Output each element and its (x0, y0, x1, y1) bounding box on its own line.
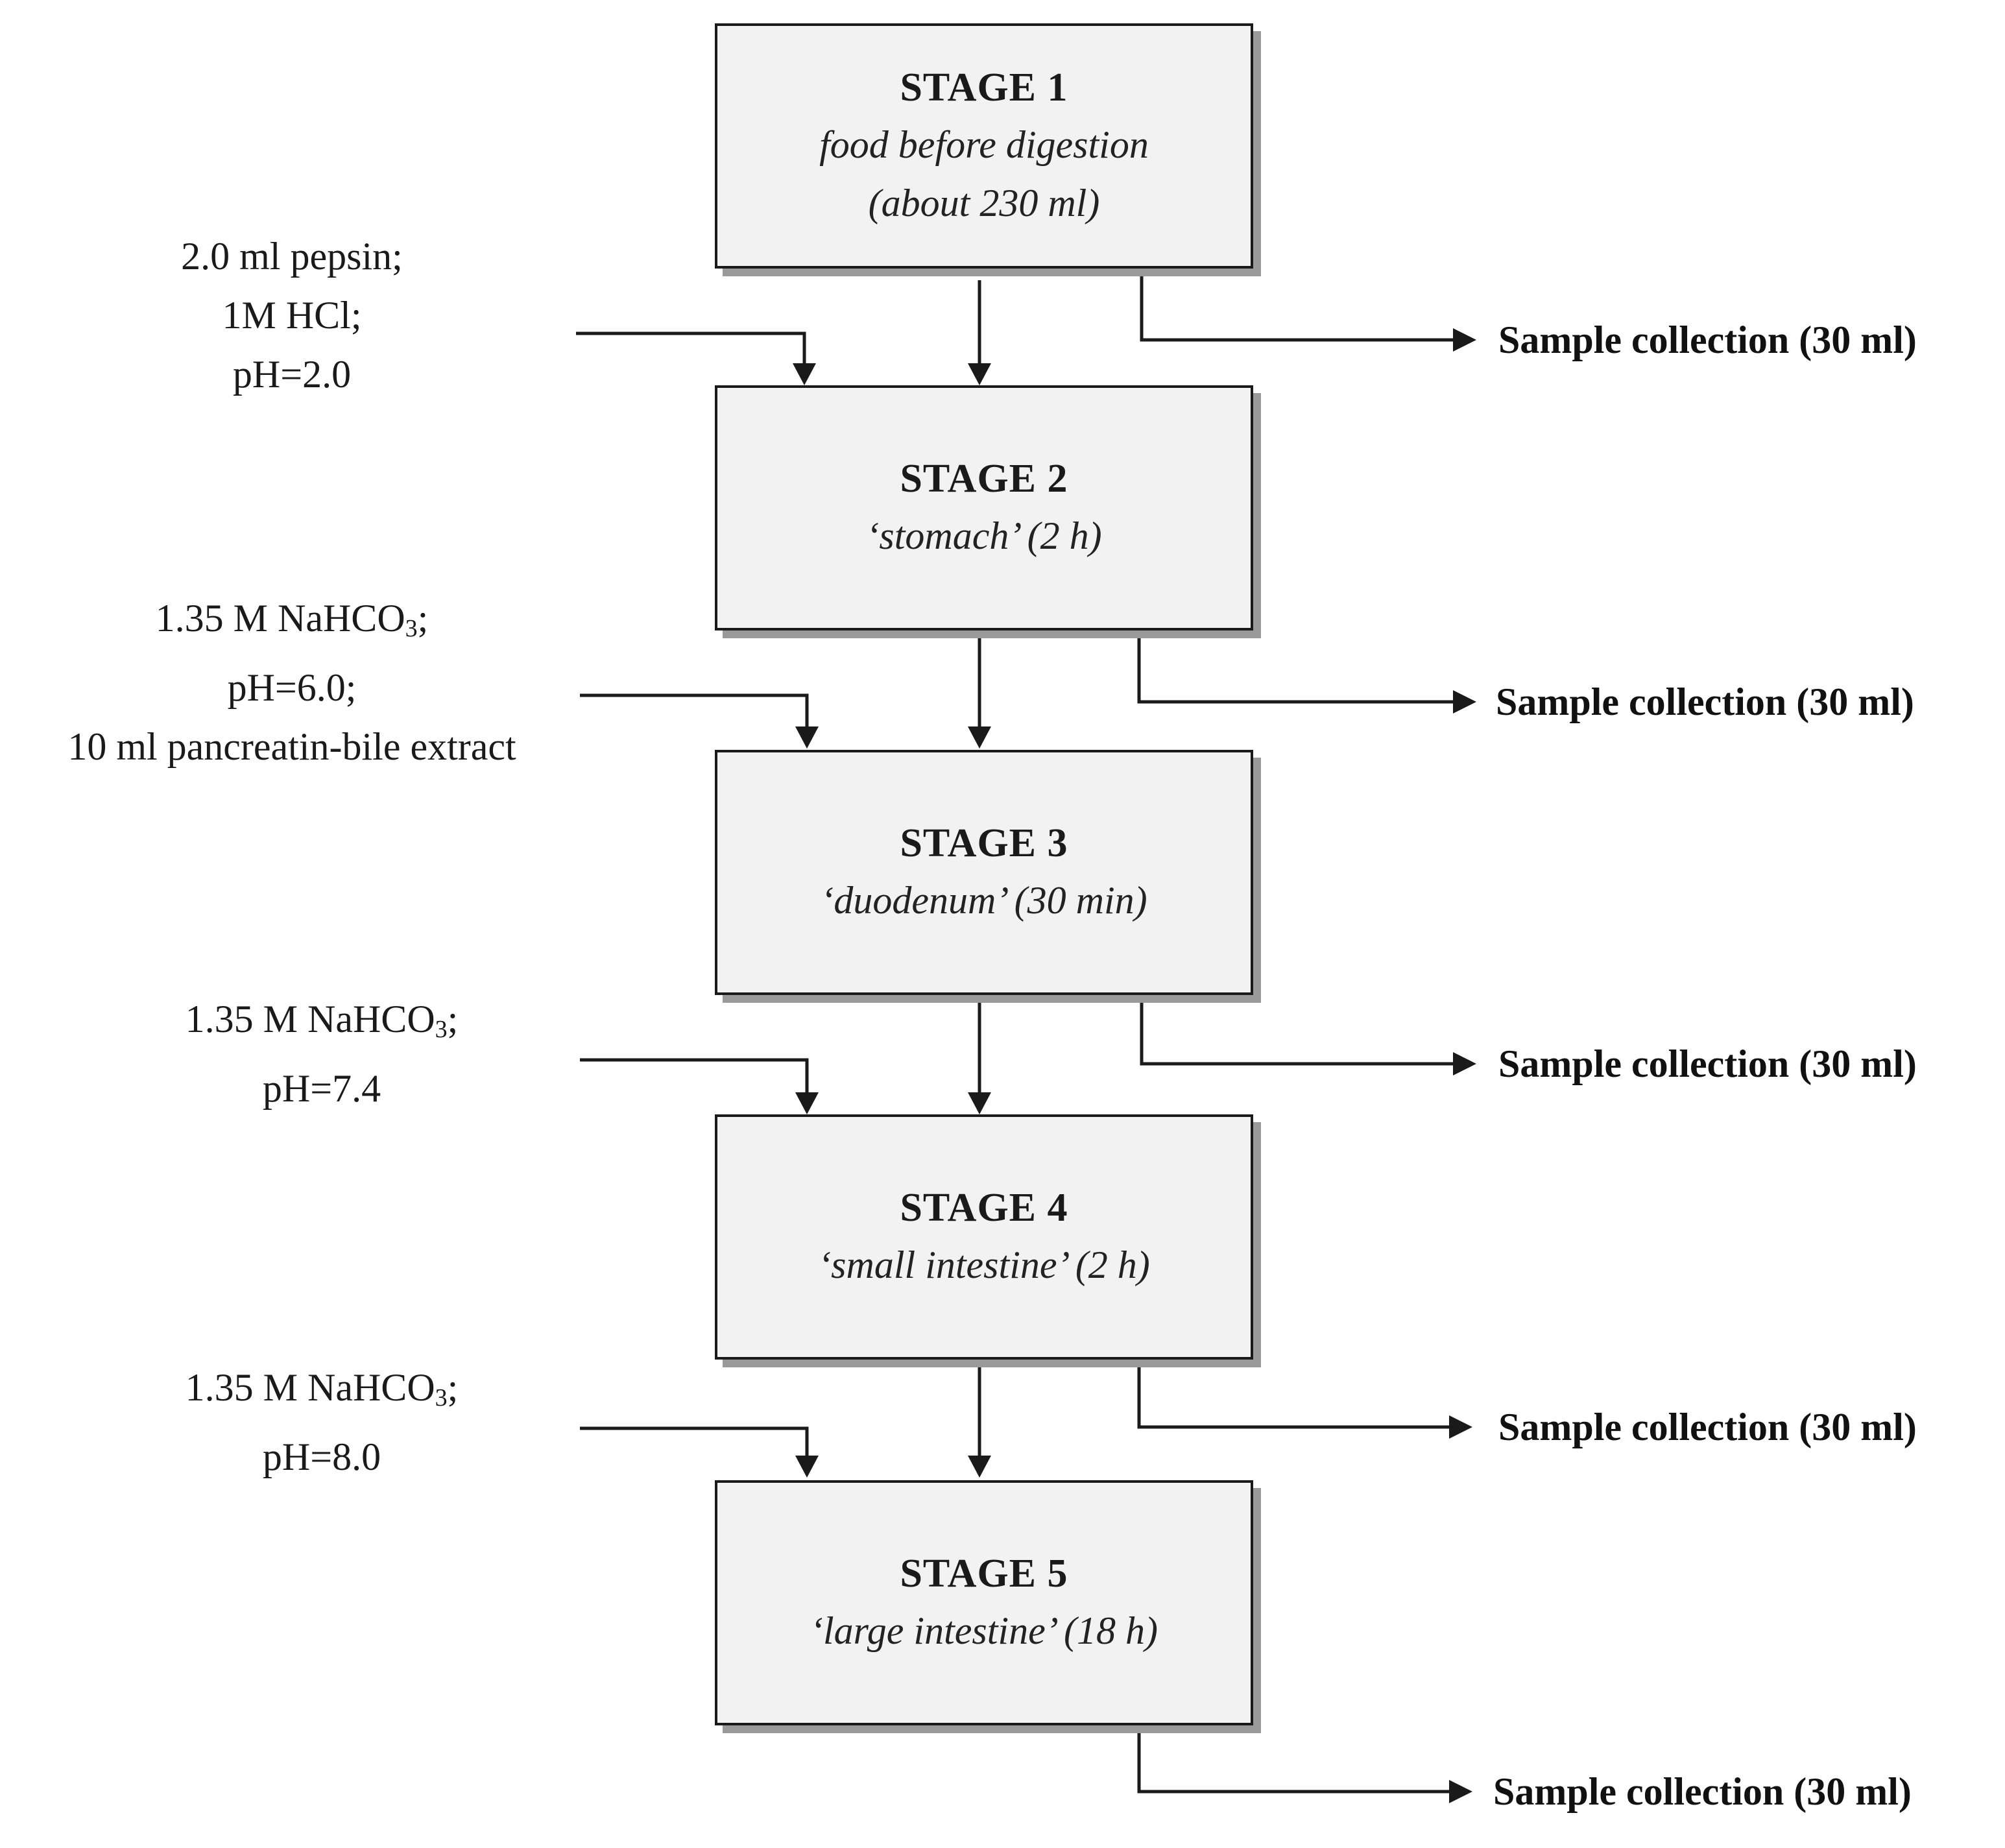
reagent-1-line-1: 2.0 ml pepsin; (181, 235, 403, 278)
sample-collection-label-1: Sample collection (30 ml) (1498, 318, 1917, 361)
stage-1-title: STAGE 1 (900, 66, 1068, 110)
reagent-4-subscript: 3 (435, 1384, 448, 1411)
reagent-label-2: 1.35 M NaHCO3; pH=6.0; 10 ml pancreatin-… (6, 589, 577, 776)
flow-arrowhead-1-2 (968, 363, 991, 385)
stage-1-box: STAGE 1 food before digestion (about 230… (715, 23, 1253, 269)
flow-arrowhead-3-4 (968, 1092, 991, 1114)
reagent-4-line-2: pH=8.0 (262, 1435, 381, 1478)
sample-arrow-4 (1137, 1360, 1456, 1429)
reagent-3-line-2: pH=7.4 (262, 1067, 381, 1110)
stage-4-description: ‘small intestine’ (2 h) (818, 1243, 1150, 1286)
reagent-2-semicolon: ; (417, 597, 429, 640)
stage-5-box: STAGE 5 ‘large intestine’ (18 h) (715, 1480, 1253, 1725)
reagent-2-line-2: pH=6.0; (227, 666, 357, 709)
reagent-4-semicolon: ; (447, 1366, 459, 1409)
sample-arrowhead-3 (1453, 1052, 1476, 1075)
reagent-3-semicolon: ; (447, 998, 459, 1040)
stage-1-volume: (about 230 ml) (868, 182, 1100, 224)
sample-arrowhead-4 (1449, 1415, 1472, 1439)
reagent-2-line-1: 1.35 M NaHCO3; (6, 589, 577, 658)
sample-arrow-1 (1140, 269, 1459, 342)
reagent-2-formula: 1.35 M NaHCO (155, 597, 405, 640)
stage-2-box: STAGE 2 ‘stomach’ (2 h) (715, 385, 1253, 630)
reagent-4-formula: 1.35 M NaHCO (185, 1366, 435, 1409)
reagent-1-line-3: pH=2.0 (232, 353, 352, 396)
stage-4-title: STAGE 4 (900, 1186, 1068, 1230)
stage-2-description: ‘stomach’ (2 h) (866, 514, 1102, 557)
reagent-arrowhead-1 (793, 363, 816, 385)
sample-collection-label-3: Sample collection (30 ml) (1498, 1042, 1917, 1085)
reagent-label-3: 1.35 M NaHCO3; pH=7.4 (36, 990, 607, 1118)
reagent-arrow-3 (580, 1058, 809, 1110)
reagent-arrow-1 (576, 331, 806, 381)
reagent-3-subscript: 3 (435, 1016, 448, 1043)
reagent-label-4: 1.35 M NaHCO3; pH=8.0 (36, 1358, 607, 1487)
reagent-3-formula: 1.35 M NaHCO (185, 998, 435, 1040)
reagent-arrowhead-2 (795, 726, 819, 749)
sample-arrowhead-5 (1449, 1780, 1472, 1803)
reagent-2-subscript: 3 (405, 615, 418, 642)
stage-2-title: STAGE 2 (900, 457, 1068, 501)
reagent-arrowhead-4 (795, 1456, 819, 1478)
sample-arrow-2 (1137, 629, 1459, 704)
sample-arrowhead-2 (1453, 690, 1476, 714)
stage-4-box: STAGE 4 ‘small intestine’ (2 h) (715, 1114, 1253, 1360)
sample-collection-label-4: Sample collection (30 ml) (1498, 1406, 1917, 1448)
stage-3-description: ‘duodenum’ (30 min) (821, 879, 1147, 922)
reagent-4-line-1: 1.35 M NaHCO3; (36, 1358, 607, 1428)
reagent-arrow-4 (580, 1426, 809, 1474)
reagent-3-line-1: 1.35 M NaHCO3; (36, 990, 607, 1059)
reagent-arrowhead-3 (795, 1092, 819, 1114)
stage-1-description: food before digestion (819, 123, 1149, 166)
sample-arrow-3 (1140, 994, 1459, 1066)
stage-5-description: ‘large intestine’ (18 h) (810, 1609, 1158, 1652)
reagent-label-1: 2.0 ml pepsin; 1M HCl; pH=2.0 (6, 227, 577, 404)
stage-5-title: STAGE 5 (900, 1552, 1068, 1596)
sample-collection-label-5: Sample collection (30 ml) (1493, 1770, 1912, 1813)
reagent-2-line-3: 10 ml pancreatin-bile extract (67, 725, 516, 768)
stage-3-box: STAGE 3 ‘duodenum’ (30 min) (715, 750, 1253, 995)
flow-arrowhead-2-3 (968, 726, 991, 749)
flow-arrowhead-4-5 (968, 1456, 991, 1478)
reagent-1-line-2: 1M HCl; (222, 294, 362, 337)
sample-collection-label-2: Sample collection (30 ml) (1496, 680, 1914, 723)
sample-arrow-5 (1137, 1724, 1456, 1794)
reagent-arrow-2 (580, 693, 809, 745)
sample-arrowhead-1 (1453, 328, 1476, 352)
stage-3-title: STAGE 3 (900, 821, 1068, 865)
